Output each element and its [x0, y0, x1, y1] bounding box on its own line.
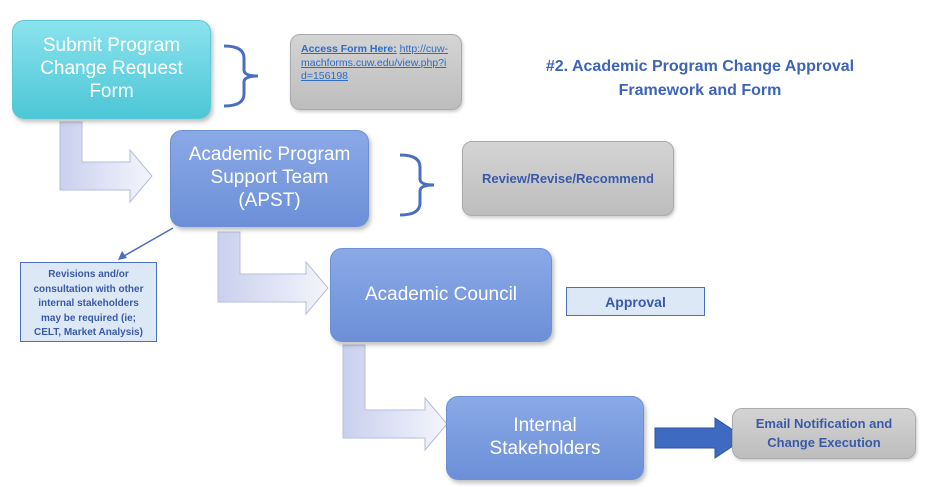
review-note: Review/Revise/Recommend: [462, 141, 674, 216]
step-text: (APST): [238, 189, 301, 211]
step-text: Stakeholders: [489, 438, 601, 459]
step-academic-council: Academic Council: [330, 248, 552, 342]
right-arrow-icon: [654, 417, 746, 459]
step-text: Support Team: [210, 167, 329, 189]
approval-note: Approval: [566, 287, 705, 316]
step-text: Submit Program: [42, 35, 181, 57]
title-line: Framework and Form: [618, 82, 782, 99]
elbow-arrow-1: [59, 121, 153, 204]
step-text: Internal: [513, 415, 577, 437]
step-text: Academic Council: [364, 283, 518, 305]
step-text: Academic Program: [188, 144, 351, 166]
access-form-link[interactable]: http://cuw-machforms.cuw.edu/view.php?id…: [301, 43, 449, 83]
brace-2: [399, 153, 435, 217]
note-text: Email Notification and: [755, 416, 893, 432]
step-text: Form: [89, 80, 134, 102]
pointer-arrow: [123, 227, 174, 257]
title-line: #2. Academic Program Change Approval: [545, 58, 855, 75]
elbow-arrow-3: [342, 344, 448, 452]
brace-1: [223, 44, 259, 108]
note-text: Change Execution: [767, 434, 881, 450]
step-text: Change Request: [40, 58, 183, 80]
elbow-arrow-2: [217, 231, 329, 316]
access-form-note: Access Form Here: http://cuw-machforms.c…: [290, 34, 462, 110]
revisions-note: Revisions and/or consultation with other…: [20, 262, 157, 342]
access-form-label[interactable]: Access Form Here:: [301, 43, 397, 55]
